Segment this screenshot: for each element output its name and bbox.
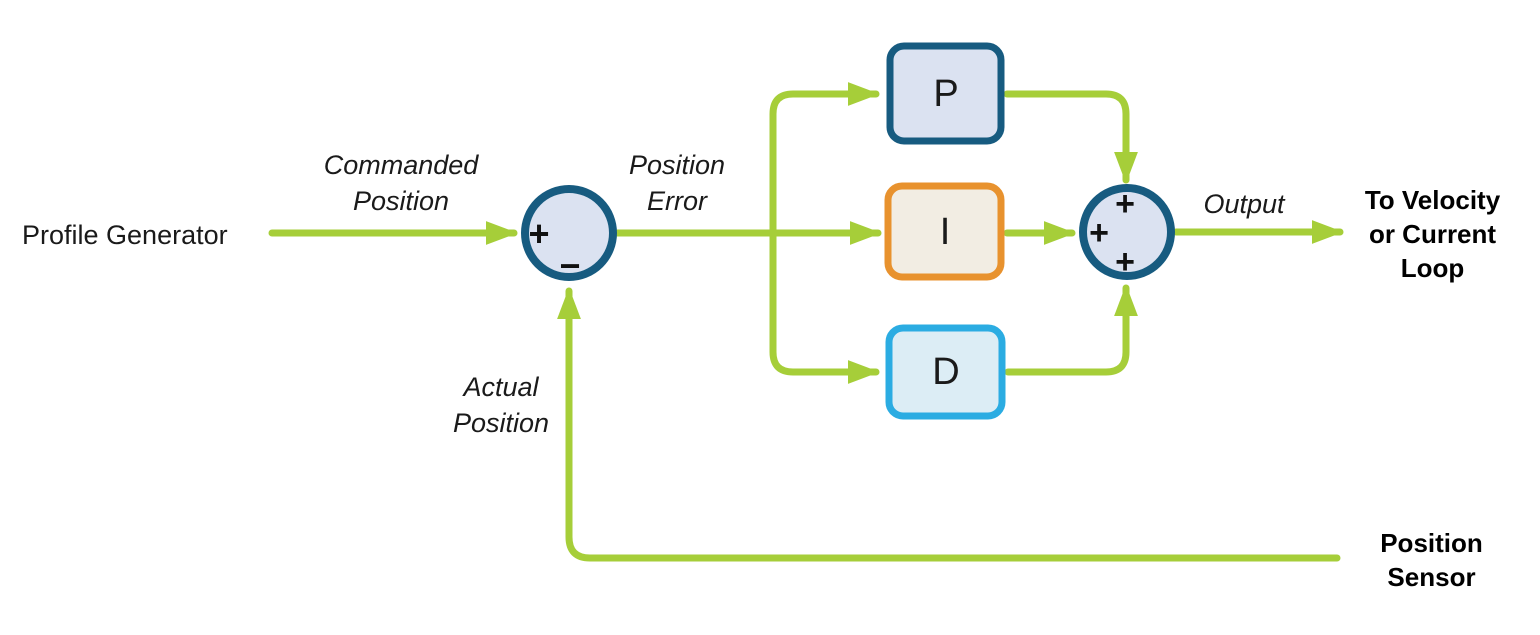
profile-generator-label: Profile Generator (22, 220, 228, 250)
actual-position-line2: Position (452, 408, 550, 438)
sum-junction-plus-bottom-sign: + (1115, 243, 1135, 281)
commanded-position-line1: Commanded (323, 150, 479, 180)
error-junction-minus-sign: − (559, 245, 581, 286)
i-block-letter: I (939, 210, 951, 253)
d-output-arrow (1004, 284, 1138, 376)
error-summing-junction (521, 185, 617, 281)
to-velocity-line3: Loop (1400, 253, 1465, 283)
d-block-box (885, 324, 1006, 420)
to-velocity-or-current-loop-label: To Velocity or Current Loop (1355, 183, 1510, 285)
commanded-position-line2: Position (352, 186, 450, 216)
position-sensor-label: Position Sensor (1354, 526, 1509, 594)
i-block-box (884, 182, 1005, 281)
position-error-label: Position Error (602, 147, 752, 219)
position-error-line2: Error (647, 186, 707, 216)
feedback-arrow (557, 287, 1341, 562)
d-block-letter: D (932, 351, 960, 393)
branch-to-d-arrow (769, 229, 880, 384)
branch-to-p-arrow (769, 82, 880, 237)
to-velocity-line2: or Current (1368, 219, 1497, 249)
p-output-arrow (1003, 90, 1138, 184)
position-sensor-line2: Sensor (1387, 562, 1476, 592)
pid-summing-junction (1079, 184, 1175, 280)
actual-position-label: Actual Position (426, 369, 576, 441)
p-block-box (886, 42, 1005, 145)
error-junction-plus-sign: + (528, 213, 550, 254)
position-sensor-line1: Position (1380, 528, 1483, 558)
position-error-line1: Position (628, 150, 726, 180)
commanded-position-label: Commanded Position (301, 147, 501, 219)
actual-position-line1: Actual (463, 372, 539, 402)
sum-junction-plus-left-sign: + (1089, 214, 1109, 252)
to-velocity-line1: To Velocity (1364, 185, 1501, 215)
p-block-letter: P (933, 72, 959, 115)
sum-junction-plus-top-sign: + (1115, 185, 1135, 223)
output-label: Output (1203, 189, 1285, 219)
